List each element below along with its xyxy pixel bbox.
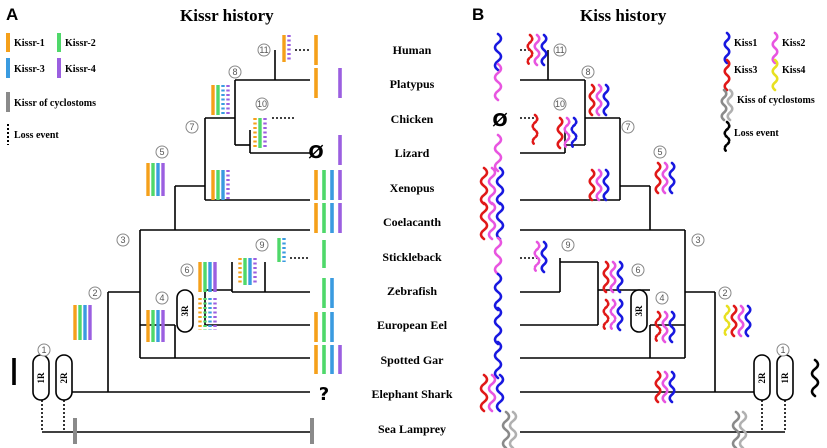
- node-7-b: 7: [625, 122, 630, 132]
- node-5-b: 5: [657, 147, 662, 157]
- legend-kiss2: Kiss2: [782, 38, 805, 49]
- r2-label-b: 2R: [757, 372, 767, 384]
- node-10-b: 10: [555, 99, 565, 109]
- legend-kiss4: Kiss4: [782, 65, 805, 76]
- kiss-tree: [520, 49, 786, 433]
- node-5-a: 5: [159, 147, 164, 157]
- absent-symbol-b: Ø: [492, 110, 507, 131]
- species-label: Stickleback: [382, 250, 442, 264]
- legend-kissr2: Kissr-2: [65, 38, 96, 49]
- r2-label-a: 2R: [59, 372, 69, 384]
- node-10-a: 10: [257, 99, 267, 109]
- legend-loss-b: Loss event: [734, 128, 779, 139]
- r1-label-b: 1R: [780, 372, 790, 384]
- species-label: Human: [392, 43, 432, 57]
- legend-kissr1: Kissr-1: [14, 38, 45, 49]
- node-markers-b: [553, 43, 790, 357]
- species-label: Platypus: [389, 77, 435, 91]
- legend-b: Kiss1 Kiss2 Kiss3 Kiss4 Kiss of cyclosto…: [720, 31, 815, 154]
- legend-kissr-cyclostoms: Kissr of cyclostoms: [14, 98, 96, 109]
- legend-kiss1: Kiss1: [734, 38, 757, 49]
- node-3-b: 3: [695, 235, 700, 245]
- legend-kissr3: Kissr-3: [14, 64, 45, 75]
- kissr-species-bars: [73, 35, 342, 444]
- species-label: European Eel: [376, 318, 448, 332]
- node-labels-b: 1 2 3 4 5 6 7 8 9 10 11: [555, 45, 786, 355]
- species-label: Elephant Shark: [371, 387, 453, 401]
- node-6-b: 6: [635, 265, 640, 275]
- node-6-a: 6: [184, 265, 189, 275]
- duplication-events-a: 1R 2R 3R: [12, 289, 194, 401]
- legend-loss-a: Loss event: [14, 130, 59, 141]
- node-1-a: 1: [41, 345, 46, 355]
- panel-a-title: Kissr history: [180, 6, 274, 25]
- node-11-b: 11: [555, 45, 564, 55]
- node-markers-a: [37, 43, 271, 357]
- absent-symbol-a: Ø: [308, 142, 323, 163]
- r3-label-b: 3R: [634, 305, 644, 317]
- r3-label-a: 3R: [180, 305, 190, 317]
- legend-kiss3: Kiss3: [734, 65, 757, 76]
- kissr-ancestral-bars: [73, 35, 291, 342]
- species-label: Coelacanth: [383, 215, 441, 229]
- legend-kiss-cyclostoms: Kiss of cyclostoms: [737, 95, 815, 106]
- r1-label-a: 1R: [36, 372, 46, 384]
- panel-b-title: Kiss history: [580, 6, 667, 25]
- node-9-b: 9: [565, 240, 570, 250]
- species-label: Spotted Gar: [380, 353, 444, 367]
- unknown-symbol-a: ?: [319, 384, 329, 405]
- node-labels-a: 1 2 3 4 5 6 7 8 9 10 11: [41, 45, 268, 355]
- species-label: Xenopus: [389, 181, 435, 195]
- node-2-a: 2: [92, 288, 97, 298]
- species-label: Lizard: [394, 146, 430, 160]
- node-7-a: 7: [189, 122, 194, 132]
- node-8-b: 8: [585, 67, 590, 77]
- legend-a: Kissr-1 Kissr-2 Kissr-3 Kissr-4 Kissr of…: [6, 33, 96, 145]
- duplication-events-b: 1R 2R 3R: [630, 289, 794, 401]
- kiss-ancestral-waves: [526, 33, 752, 404]
- node-11-a: 11: [259, 45, 268, 55]
- panel-b-letter: B: [472, 5, 485, 24]
- legend-kissr4: Kissr-4: [65, 64, 96, 75]
- node-4-b: 4: [659, 293, 664, 303]
- node-3-a: 3: [120, 235, 125, 245]
- node-9-a: 9: [259, 240, 264, 250]
- node-2-b: 2: [722, 288, 727, 298]
- species-label: Sea Lamprey: [377, 422, 447, 436]
- node-1-b: 1: [780, 345, 785, 355]
- panel-a-letter: A: [6, 5, 19, 24]
- node-4-a: 4: [159, 293, 164, 303]
- node-8-a: 8: [232, 67, 237, 77]
- species-label: Chicken: [390, 112, 434, 126]
- species-label: Zebrafish: [386, 284, 437, 298]
